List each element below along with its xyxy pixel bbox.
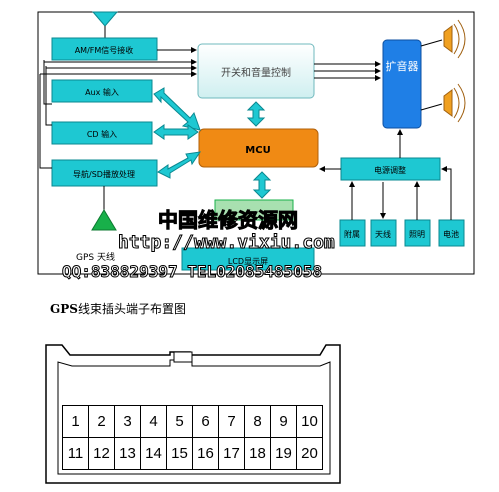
watermark-line-3: QQ:838829397 TEL02085485058: [61, 262, 323, 282]
pin: 5: [166, 405, 193, 438]
connector-latch: [173, 351, 193, 363]
switch-mcu-arrow-icon: [246, 101, 266, 127]
gps-antenna-label: GPS 天线: [76, 251, 115, 263]
aux-block: [51, 79, 153, 103]
pin: 1: [62, 405, 89, 438]
cd-mcu-arrow-icon: [153, 124, 199, 140]
accessory-block: [339, 219, 366, 247]
mcu-label: MCU: [245, 145, 270, 156]
pin: 11: [62, 437, 89, 470]
pin: 6: [192, 405, 219, 438]
connector-caption: GPS线束插头端子布置图: [50, 300, 186, 317]
bottom-green-block: [214, 199, 294, 221]
switch-volume-label: 开关和音量控制: [221, 66, 291, 79]
cd-block: [51, 121, 153, 145]
pin: 10: [296, 405, 323, 438]
gps-antenna-icon: [91, 209, 117, 231]
accessory-label: 附属: [344, 229, 360, 239]
aux-label: Aux 输入: [85, 87, 119, 97]
battery-block: [438, 219, 465, 247]
pin: 16: [192, 437, 219, 470]
am-fm-antenna-icon: [91, 11, 119, 27]
pin: 8: [244, 405, 271, 438]
pin: 15: [166, 437, 193, 470]
connector-inner-outline: [57, 359, 331, 475]
caption-text: 线束插头端子布置图: [77, 302, 186, 316]
nav-label: 导航/SD播放处理: [73, 169, 135, 179]
pin: 9: [270, 405, 297, 438]
mcu-block: [198, 128, 319, 168]
pin: 3: [114, 405, 141, 438]
mcu-bottom-arrow-icon: [252, 171, 272, 199]
antenna-label: 天线: [375, 229, 391, 239]
pin: 4: [140, 405, 167, 438]
pin: 2: [88, 405, 115, 438]
caption-bold: GPS: [50, 302, 78, 316]
battery-label: 电池: [443, 229, 459, 239]
pin: 19: [270, 437, 297, 470]
aux-mcu-arrow-icon: [153, 87, 201, 131]
am-fm-block: [51, 37, 158, 61]
antenna-block: [370, 219, 397, 247]
pin: 7: [218, 405, 245, 438]
bottom-display-block: [181, 247, 315, 271]
cd-label: CD 输入: [87, 129, 117, 139]
pin: 20: [296, 437, 323, 470]
connector-pin-grid: 1 2 3 4 5 6 7 8 9 10 11 12 13 14 15 16 1…: [62, 405, 323, 470]
pin: 14: [140, 437, 167, 470]
watermark-line-1: 中国维修资源网: [158, 208, 299, 233]
pin: 12: [88, 437, 115, 470]
speaker-icon: [443, 19, 466, 123]
power-adjust-label: 电源调整: [374, 165, 406, 175]
lighting-label: 照明: [409, 230, 425, 239]
bottom-display-label: LCD显示屏: [228, 257, 268, 266]
nav-mcu-arrow-icon: [157, 151, 202, 179]
am-fm-label: AM/FM信号接收: [75, 45, 134, 55]
pin: 17: [218, 437, 245, 470]
amplifier-block: [382, 39, 422, 129]
pin: 13: [114, 437, 141, 470]
pin: 18: [244, 437, 271, 470]
watermark-line-2: http://www.vixiu.com: [118, 232, 336, 254]
amplifier-label-1: 扩音器: [386, 59, 419, 73]
